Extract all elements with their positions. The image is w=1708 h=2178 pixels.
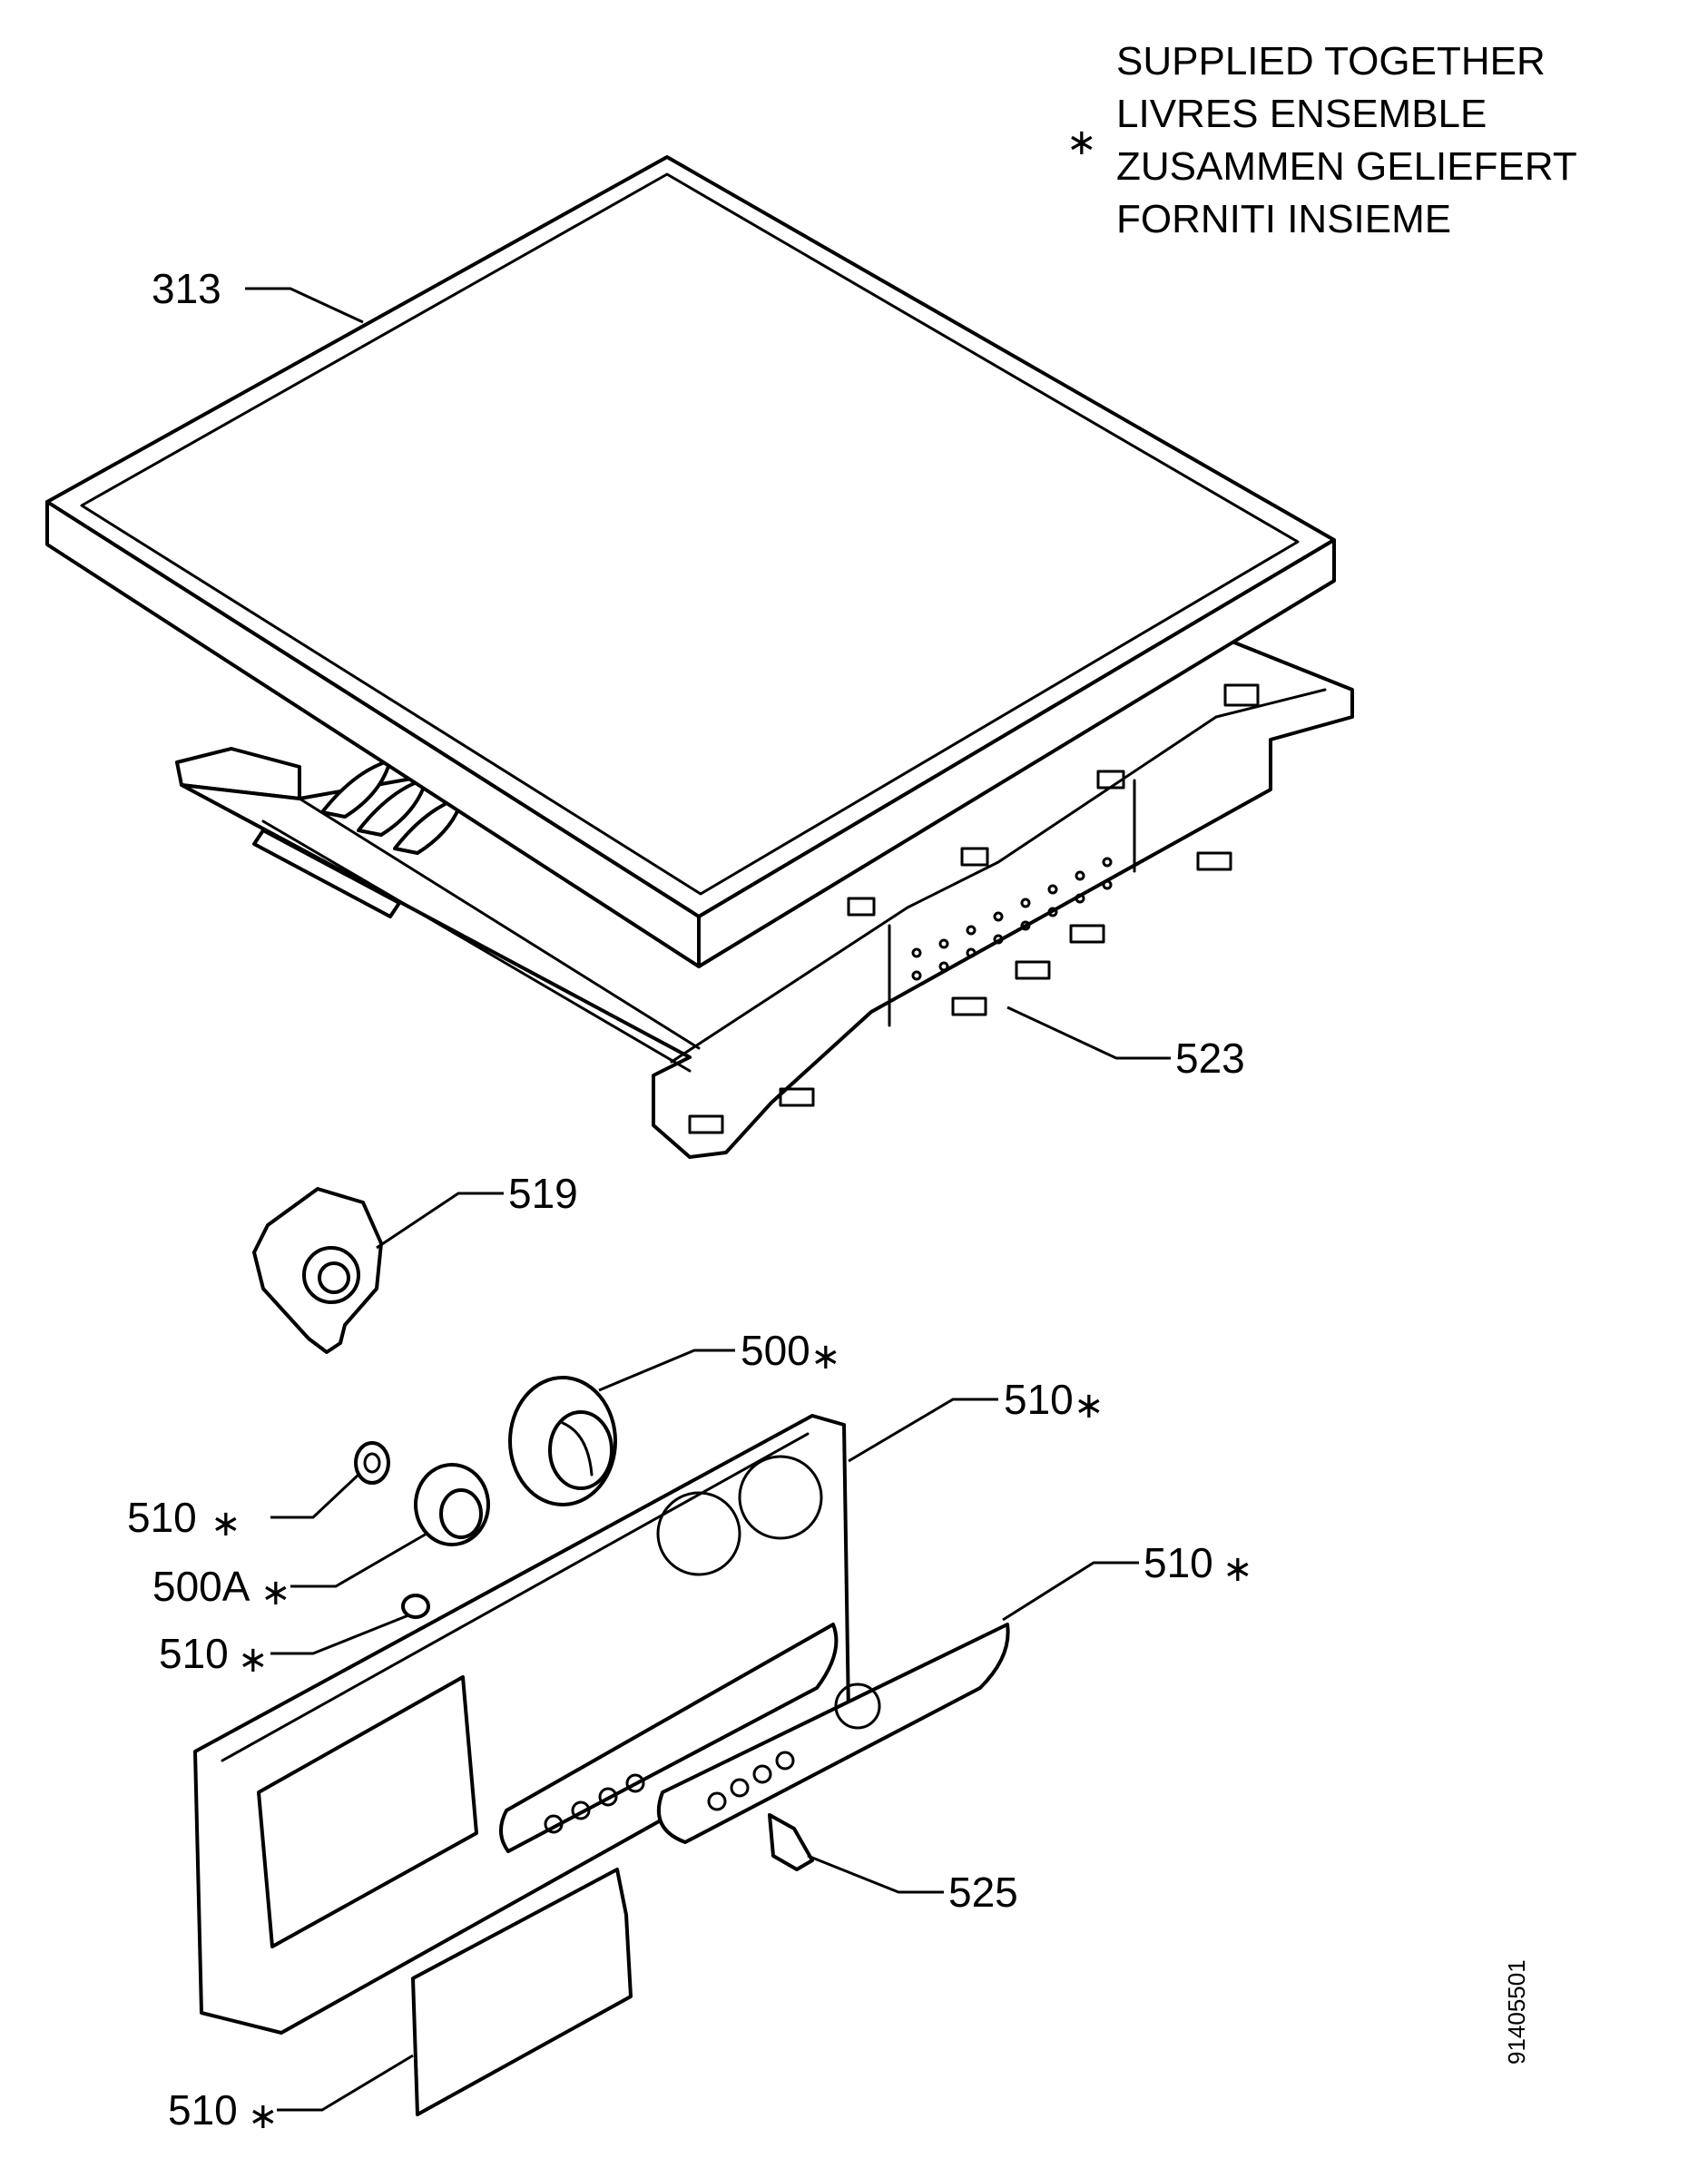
leader-510a <box>848 1398 998 1463</box>
callout-510e-star: ∗ <box>248 2095 279 2137</box>
part-500-knob <box>508 1376 617 1506</box>
callout-313: 313 <box>152 265 221 312</box>
leader-523 <box>1006 1006 1171 1060</box>
part-313-top-lid <box>45 155 1336 968</box>
part-510-decor-panel <box>657 1623 1010 1844</box>
callout-510d: 510 <box>1144 1539 1213 1586</box>
legend-line-2: LIVRES ENSEMBLE <box>1116 92 1487 136</box>
callout-510b: 510 <box>127 1494 197 1541</box>
legend-asterisk: ∗ <box>1066 122 1097 163</box>
callout-500-star: ∗ <box>810 1336 841 1378</box>
callout-500A-star: ∗ <box>260 1572 291 1614</box>
callout-510a: 510 <box>1004 1376 1074 1423</box>
legend-line-1: SUPPLIED TOGETHER <box>1116 39 1546 83</box>
leader-500 <box>598 1349 735 1392</box>
callout-510e: 510 <box>168 2086 238 2134</box>
leader-510e <box>277 2054 414 2112</box>
part-510-small-pin <box>401 1594 430 1619</box>
part-510-control-panel <box>193 1414 850 2035</box>
leader-510b <box>270 1473 360 1519</box>
leader-519 <box>376 1192 504 1250</box>
leader-313 <box>245 287 364 324</box>
callout-525: 525 <box>948 1869 1018 1916</box>
leader-510d <box>1002 1561 1139 1622</box>
document-number: 91405501 <box>1503 1959 1530 2065</box>
leader-500A <box>290 1532 427 1588</box>
part-500A-knob <box>414 1463 490 1546</box>
callout-523: 523 <box>1175 1035 1245 1082</box>
legend-line-3: ZUSAMMEN GELIEFERT <box>1116 144 1577 189</box>
vent-holes <box>911 857 1113 981</box>
leader-lines <box>245 287 1171 2112</box>
callout-labels: 313 523 519 500 ∗ 510 ∗ 510 ∗ 500A ∗ 510… <box>127 265 1253 2137</box>
legend-line-4: FORNITI INSIEME <box>1116 197 1451 241</box>
callout-510c-star: ∗ <box>238 1639 269 1681</box>
callout-510c: 510 <box>159 1630 229 1677</box>
callout-510b-star: ∗ <box>211 1503 241 1545</box>
part-525-pin <box>768 1813 814 1871</box>
callout-500A: 500A <box>152 1563 250 1610</box>
callout-510a-star: ∗ <box>1074 1385 1104 1427</box>
part-510-door-flap <box>411 1868 633 2116</box>
callout-510d-star: ∗ <box>1222 1548 1253 1590</box>
leader-510c <box>270 1614 409 1655</box>
callout-519: 519 <box>508 1170 578 1217</box>
legend: ∗ SUPPLIED TOGETHER LIVRES ENSEMBLE ZUSA… <box>1066 39 1577 241</box>
part-510-small-bush <box>354 1441 390 1485</box>
leader-525 <box>807 1854 944 1894</box>
callout-500: 500 <box>741 1327 810 1374</box>
part-519 <box>252 1187 383 1354</box>
